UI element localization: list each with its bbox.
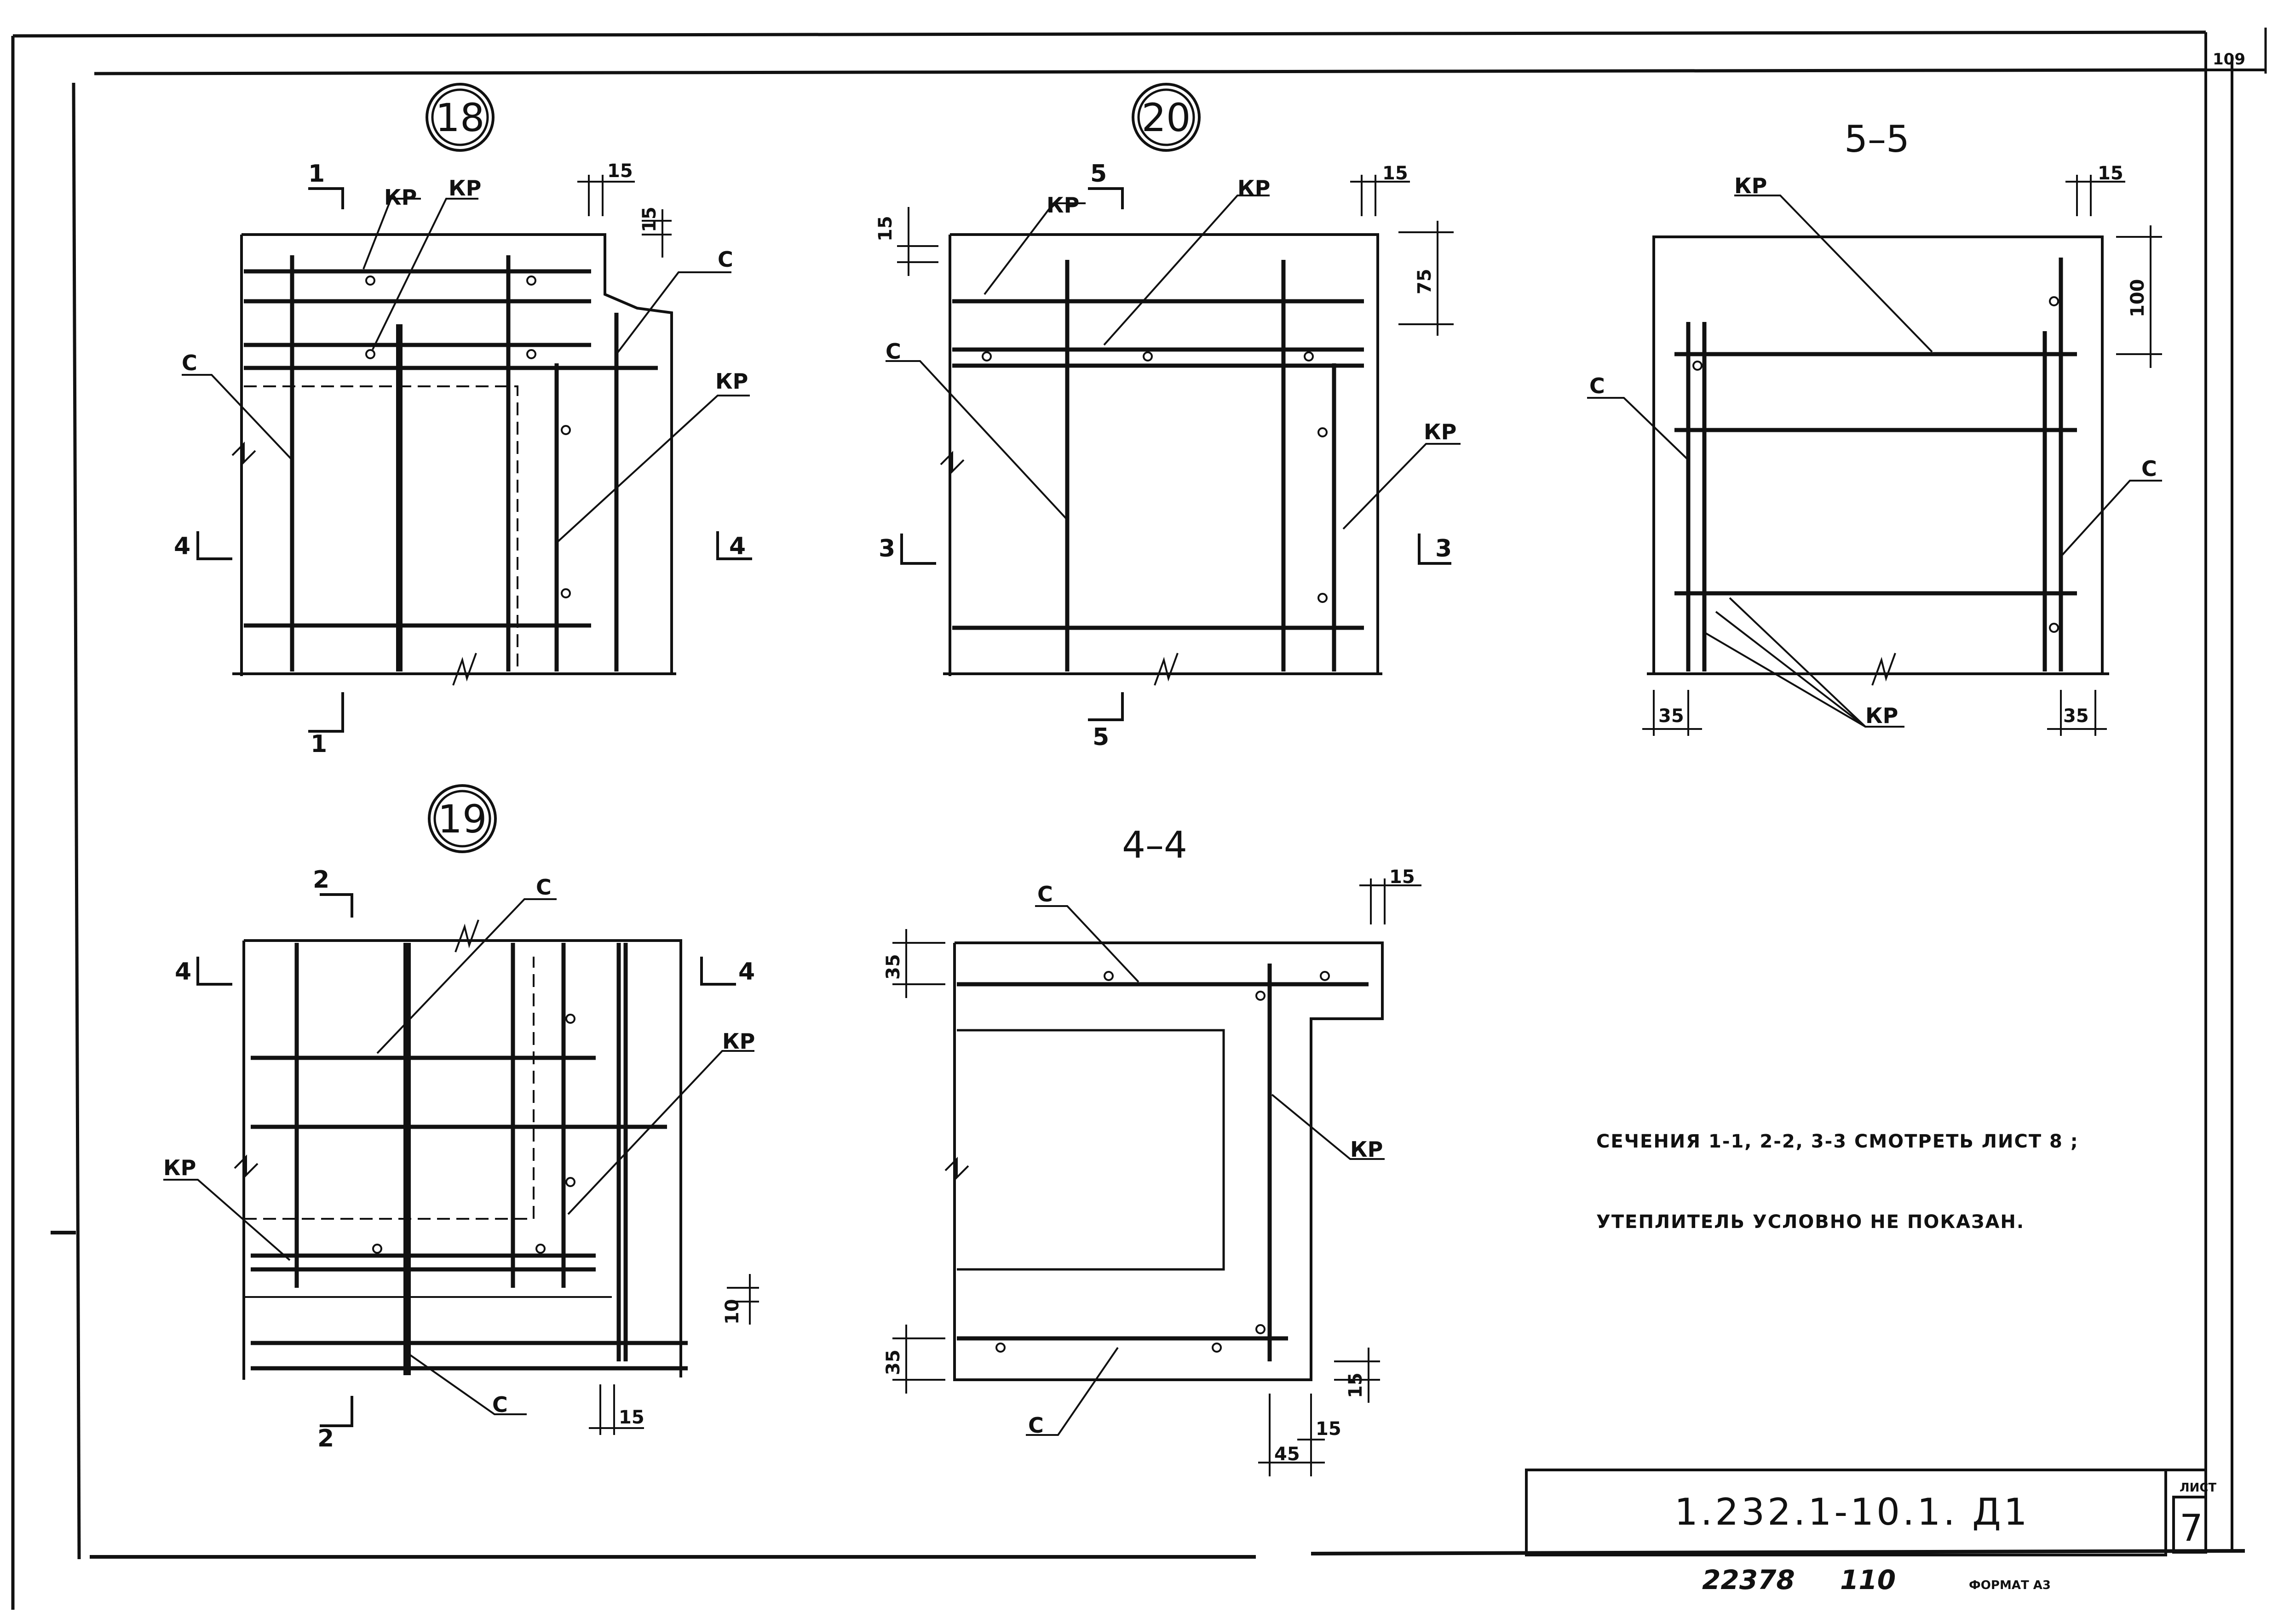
section-4-4-title: 4–4 — [1122, 824, 1187, 867]
corner-number: 109 — [2213, 50, 2245, 69]
detail-20-dim-right: 75 — [1414, 269, 1435, 294]
detail-19-cut-bottom: 2 — [317, 1425, 334, 1452]
detail-19-cut-top: 2 — [313, 866, 329, 894]
section-5-5-title: 5–5 — [1844, 118, 1910, 161]
detail-18-dim-side: 15 — [639, 207, 660, 232]
detail-20-kp-b: КР — [1237, 176, 1270, 201]
detail-19: 19 — [163, 784, 759, 1452]
sheet-number: 7 — [2180, 1507, 2203, 1549]
detail-18-c-right: С — [718, 247, 733, 272]
detail-20: 20 КР КР С КР — [875, 83, 1461, 751]
section-4-4-dim-right: 15 — [1345, 1372, 1366, 1398]
detail-19-number: 19 — [438, 797, 487, 842]
section-5-5-kp-top: КР — [1734, 173, 1767, 198]
note-insulation: УТЕПЛИТЕЛЬ УСЛОВНО НЕ ПОКАЗАН. — [1596, 1211, 2025, 1233]
section-4-4-dim-top: 15 — [1389, 867, 1415, 888]
detail-18-kp-c: КР — [715, 369, 748, 394]
detail-19-kp-right: КР — [722, 1029, 755, 1054]
section-4-4-dim-bottom-a: 15 — [1316, 1418, 1341, 1440]
detail-20-kp-c: КР — [1424, 419, 1456, 444]
sheet-label: ЛИСТ — [2180, 1481, 2216, 1495]
title-block — [1525, 1469, 2207, 1556]
detail-20-cut-bottom: 5 — [1093, 723, 1109, 751]
detail-20-kp-a: КР — [1047, 193, 1079, 218]
section-4-4-dim-left-top: 35 — [883, 954, 904, 980]
detail-19-kp-left: КР — [163, 1155, 196, 1180]
detail-20-dim-left: 15 — [875, 216, 896, 241]
detail-18-dim-top: 15 — [607, 161, 633, 182]
detail-18-cut-left: 4 — [174, 533, 190, 560]
section-4-4-dim-bottom-b: 45 — [1274, 1444, 1300, 1465]
detail-20-number: 20 — [1142, 95, 1191, 140]
detail-18-number: 18 — [436, 95, 485, 140]
detail-18: 18 — [174, 83, 752, 758]
detail-18-kp-a: КР — [384, 185, 417, 210]
sheet-frame — [11, 28, 2267, 1610]
detail-19-cut-left: 4 — [175, 958, 191, 986]
document-code: 1.232.1-10.1. Д1 — [1674, 1491, 2030, 1533]
section-5-5-dim-top: 15 — [2098, 163, 2123, 184]
section-4-4-c-top: С — [1037, 882, 1053, 907]
section-5-5: 5–5 КР С С КР — [1587, 118, 2162, 736]
section-5-5-dim-right: 100 — [2127, 279, 2148, 318]
detail-18-cut-top: 1 — [308, 160, 325, 188]
section-5-5-kp-bottom: КР — [1865, 703, 1898, 728]
note-sections: СЕЧЕНИЯ 1-1, 2-2, 3-3 СМОТРЕТЬ ЛИСТ 8 ; — [1596, 1131, 2079, 1152]
detail-19-cut-right: 4 — [738, 958, 755, 986]
section-5-5-dim-bottom-left: 35 — [1658, 706, 1684, 727]
detail-18-cut-bottom: 1 — [311, 730, 327, 758]
section-4-4-kp: КР — [1350, 1137, 1383, 1162]
archive-number: 22378 — [1702, 1564, 1795, 1595]
detail-20-cut-left: 3 — [879, 535, 895, 562]
format-label: ФОРМАТ А3 — [1969, 1578, 2051, 1592]
detail-20-dim-top: 15 — [1382, 163, 1408, 184]
section-4-4-dim-left-bottom: 35 — [883, 1349, 904, 1375]
detail-19-c-bottom: С — [492, 1392, 508, 1417]
archive-page: 110 — [1840, 1564, 1896, 1595]
section-4-4: 4–4 С КР С — [883, 824, 1421, 1476]
section-5-5-c-right: С — [2141, 456, 2157, 481]
section-4-4-c-bottom: С — [1028, 1413, 1044, 1438]
detail-19-dim-side: 10 — [722, 1299, 743, 1325]
detail-18-kp-b: КР — [449, 176, 481, 201]
section-5-5-dim-bottom-right: 35 — [2063, 706, 2089, 727]
detail-18-cut-right: 4 — [729, 533, 746, 560]
detail-19-dim-bottom: 15 — [619, 1407, 644, 1428]
detail-18-c-left: С — [182, 350, 197, 375]
detail-20-c-left: С — [886, 339, 901, 364]
detail-20-cut-right: 3 — [1435, 535, 1452, 562]
section-5-5-c-left: С — [1589, 373, 1605, 398]
detail-19-c-top: С — [536, 875, 552, 900]
detail-20-cut-top: 5 — [1090, 160, 1107, 188]
